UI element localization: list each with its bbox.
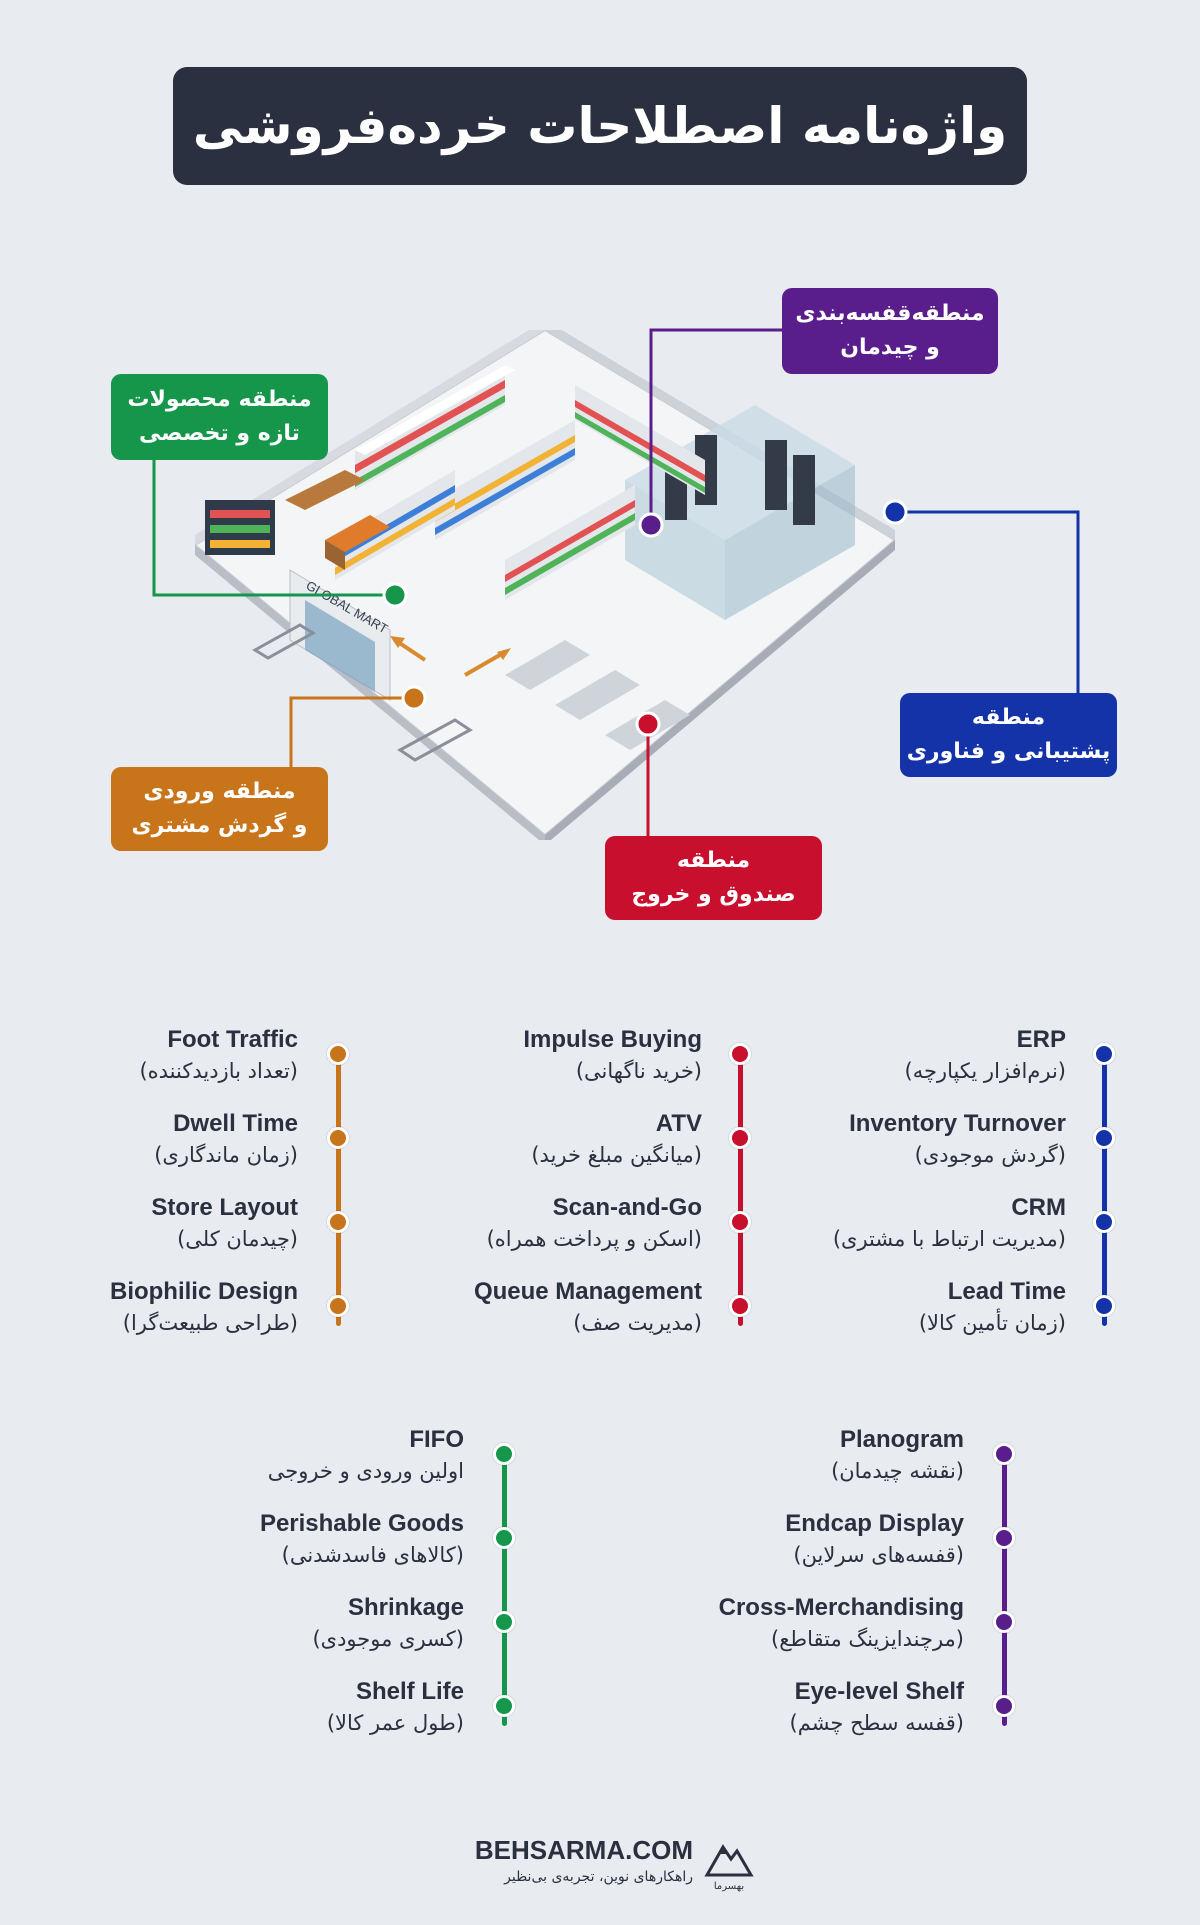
zone-checkout-line1: منطقه bbox=[676, 848, 751, 873]
term-item: Foot Traffic(تعداد بازدیدکننده) bbox=[139, 1026, 298, 1083]
term-item: Inventory Turnover(گردش موجودی) bbox=[849, 1110, 1066, 1167]
zone-checkout-line2: صندوق و خروج bbox=[631, 882, 796, 907]
bullet-dot bbox=[729, 1043, 751, 1065]
term-item: Queue Management(مدیریت صف) bbox=[473, 1278, 702, 1335]
bullet-dot bbox=[729, 1295, 751, 1317]
zone-backoffice-line2: پشتیبانی و فناوری bbox=[906, 739, 1111, 764]
zone-fresh-line1: منطقه محصولات bbox=[127, 387, 312, 412]
svg-text:بهسرما: بهسرما bbox=[714, 1881, 744, 1892]
rail-red bbox=[738, 1054, 743, 1326]
zone-entrance-line1: منطقه ورودی bbox=[143, 779, 296, 804]
bullet-dot bbox=[729, 1127, 751, 1149]
term-item: Store Layout(چیدمان کلی) bbox=[151, 1194, 298, 1251]
zone-fresh-label: منطقه محصولات تازه و تخصصی bbox=[111, 374, 328, 460]
bullet-dot bbox=[1093, 1295, 1115, 1317]
zone-entrance-label: منطقه ورودی و گردش مشتری bbox=[111, 767, 328, 851]
term-item: Lead Time(زمان تأمین کالا) bbox=[918, 1278, 1066, 1335]
bullet-dot bbox=[493, 1611, 515, 1633]
zone-checkout-label: منطقه صندوق و خروج bbox=[605, 836, 822, 920]
bullet-dot bbox=[327, 1211, 349, 1233]
term-item: Endcap Display(قفسه‌های سرلاین) bbox=[785, 1510, 964, 1567]
zone-shelving-line2: و چیدمان bbox=[840, 335, 940, 360]
term-item: Eye-level Shelf(قفسه سطح چشم) bbox=[789, 1678, 964, 1735]
term-item: ATV(میانگین مبلغ خرید) bbox=[531, 1110, 702, 1167]
rail-blue bbox=[1102, 1054, 1107, 1326]
bullet-dot bbox=[327, 1295, 349, 1317]
bullet-dot bbox=[1093, 1127, 1115, 1149]
term-item: Planogram(نقشه چیدمان) bbox=[831, 1426, 964, 1483]
term-item: Shrinkage(کسری موجودی) bbox=[312, 1594, 464, 1651]
zone-shelving-label: منطقه‌قفسه‌بندی و چیدمان bbox=[782, 288, 998, 374]
bullet-dot bbox=[993, 1695, 1015, 1717]
flow-arrows bbox=[390, 636, 511, 677]
title-banner: واژه‌نامه اصطلاحات خرده‌فروشی bbox=[173, 67, 1027, 185]
page-title: واژه‌نامه اصطلاحات خرده‌فروشی bbox=[192, 97, 1008, 155]
zone-entrance-line2: و گردش مشتری bbox=[131, 813, 308, 838]
brand-footer: BEHSARMA.COM راهکارهای نوین، تجربه‌ی بی‌… bbox=[455, 1835, 755, 1895]
term-item: Scan-and-Go(اسکن و پرداخت همراه) bbox=[486, 1194, 702, 1251]
term-item: Biophilic Design(طراحی طبیعت‌گرا) bbox=[109, 1278, 298, 1335]
zone-backoffice-line1: منطقه bbox=[971, 705, 1046, 730]
zone-shelving-line1: منطقه‌قفسه‌بندی bbox=[795, 301, 985, 326]
brand-tagline: راهکارهای نوین، تجربه‌ی بی‌نظیر bbox=[504, 1869, 693, 1885]
term-group-red: Impulse Buying(خرید ناگهانی) ATV(میانگین… bbox=[276, 1020, 756, 1340]
bullet-dot bbox=[327, 1043, 349, 1065]
rail-orange bbox=[336, 1054, 341, 1326]
term-item: ERP(نرم‌افزار یکپارچه) bbox=[904, 1026, 1067, 1083]
bullet-dot bbox=[493, 1695, 515, 1717]
term-item: CRM(مدیریت ارتباط با مشتری) bbox=[832, 1194, 1066, 1251]
term-group-purple: Planogram(نقشه چیدمان) Endcap Display(قف… bbox=[540, 1420, 1020, 1740]
rail-green bbox=[502, 1454, 507, 1726]
bullet-dot bbox=[1093, 1211, 1115, 1233]
bullet-dot bbox=[1093, 1043, 1115, 1065]
bullet-dot bbox=[493, 1443, 515, 1465]
bullet-dot bbox=[327, 1127, 349, 1149]
rail-purple bbox=[1002, 1454, 1007, 1726]
mountain-logo-icon: بهسرما bbox=[704, 1844, 754, 1892]
term-group-blue: ERP(نرم‌افزار یکپارچه) Inventory Turnove… bbox=[640, 1020, 1120, 1340]
term-item: Perishable Goods(کالاهای فاسدشدنی) bbox=[259, 1510, 464, 1567]
zone-fresh-line2: تازه و تخصصی bbox=[139, 421, 300, 446]
term-group-orange: Foot Traffic(تعداد بازدیدکننده) Dwell Ti… bbox=[0, 1020, 350, 1340]
brand-name: BEHSARMA.COM bbox=[474, 1835, 693, 1865]
term-item: Shelf Life(طول عمر کالا) bbox=[326, 1678, 464, 1735]
bullet-dot bbox=[493, 1527, 515, 1549]
bullet-dot bbox=[993, 1611, 1015, 1633]
term-item: Dwell Time(زمان ماندگاری) bbox=[154, 1110, 298, 1167]
bullet-dot bbox=[993, 1443, 1015, 1465]
bullet-dot bbox=[729, 1211, 751, 1233]
bullet-dot bbox=[993, 1527, 1015, 1549]
term-item: Impulse Buying(خرید ناگهانی) bbox=[523, 1026, 702, 1083]
term-item: Cross-Merchandising(مرچندایزینگ متقاطع) bbox=[718, 1594, 964, 1651]
zone-backoffice-label: منطقه پشتیبانی و فناوری bbox=[900, 693, 1117, 777]
